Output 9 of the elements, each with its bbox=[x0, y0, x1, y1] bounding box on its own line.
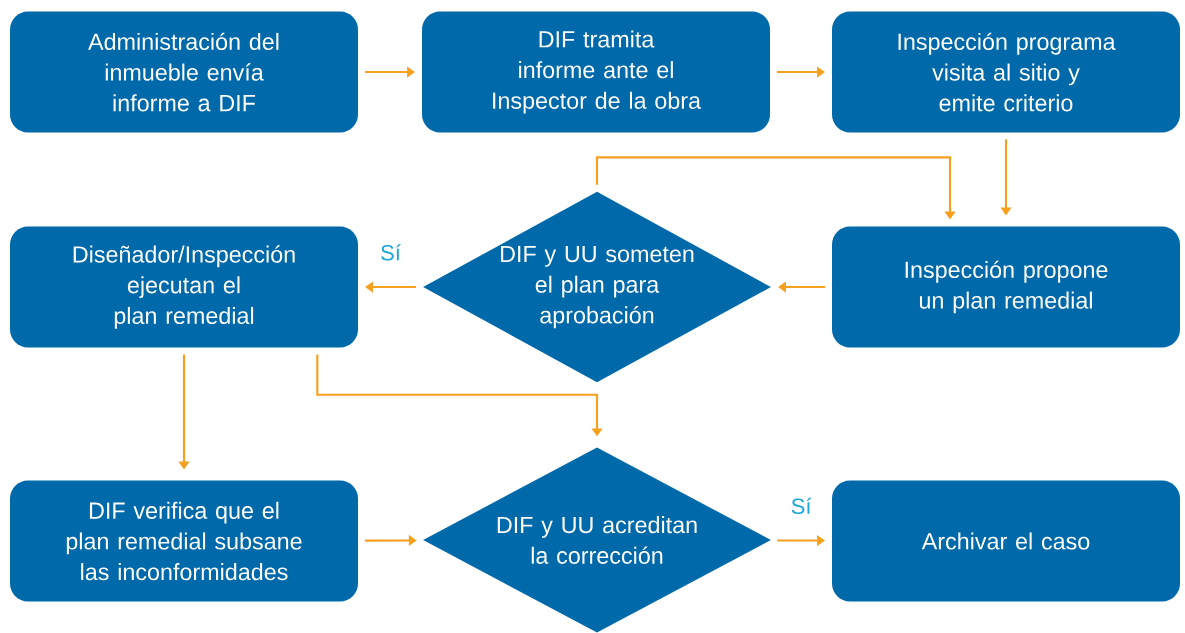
process-box: Inspección programa visita al sitio y emite criterio bbox=[832, 11, 1180, 133]
process-box: Archivar el caso bbox=[832, 480, 1180, 602]
process-box: Inspección propone un plan remedial bbox=[832, 226, 1180, 348]
process-box: Administración del inmueble envía informe a DIF bbox=[10, 11, 358, 133]
edge-label: Sí bbox=[791, 497, 812, 515]
process-box: Diseñador/Inspección ejecutan el plan remedial bbox=[10, 226, 358, 348]
edge-label: Sí bbox=[381, 244, 401, 261]
process-box: DIF tramita informe ante el Inspector de la obra bbox=[422, 11, 770, 133]
process-box: DIF verifica que el plan remedial subsane las inconformidades bbox=[10, 480, 358, 602]
